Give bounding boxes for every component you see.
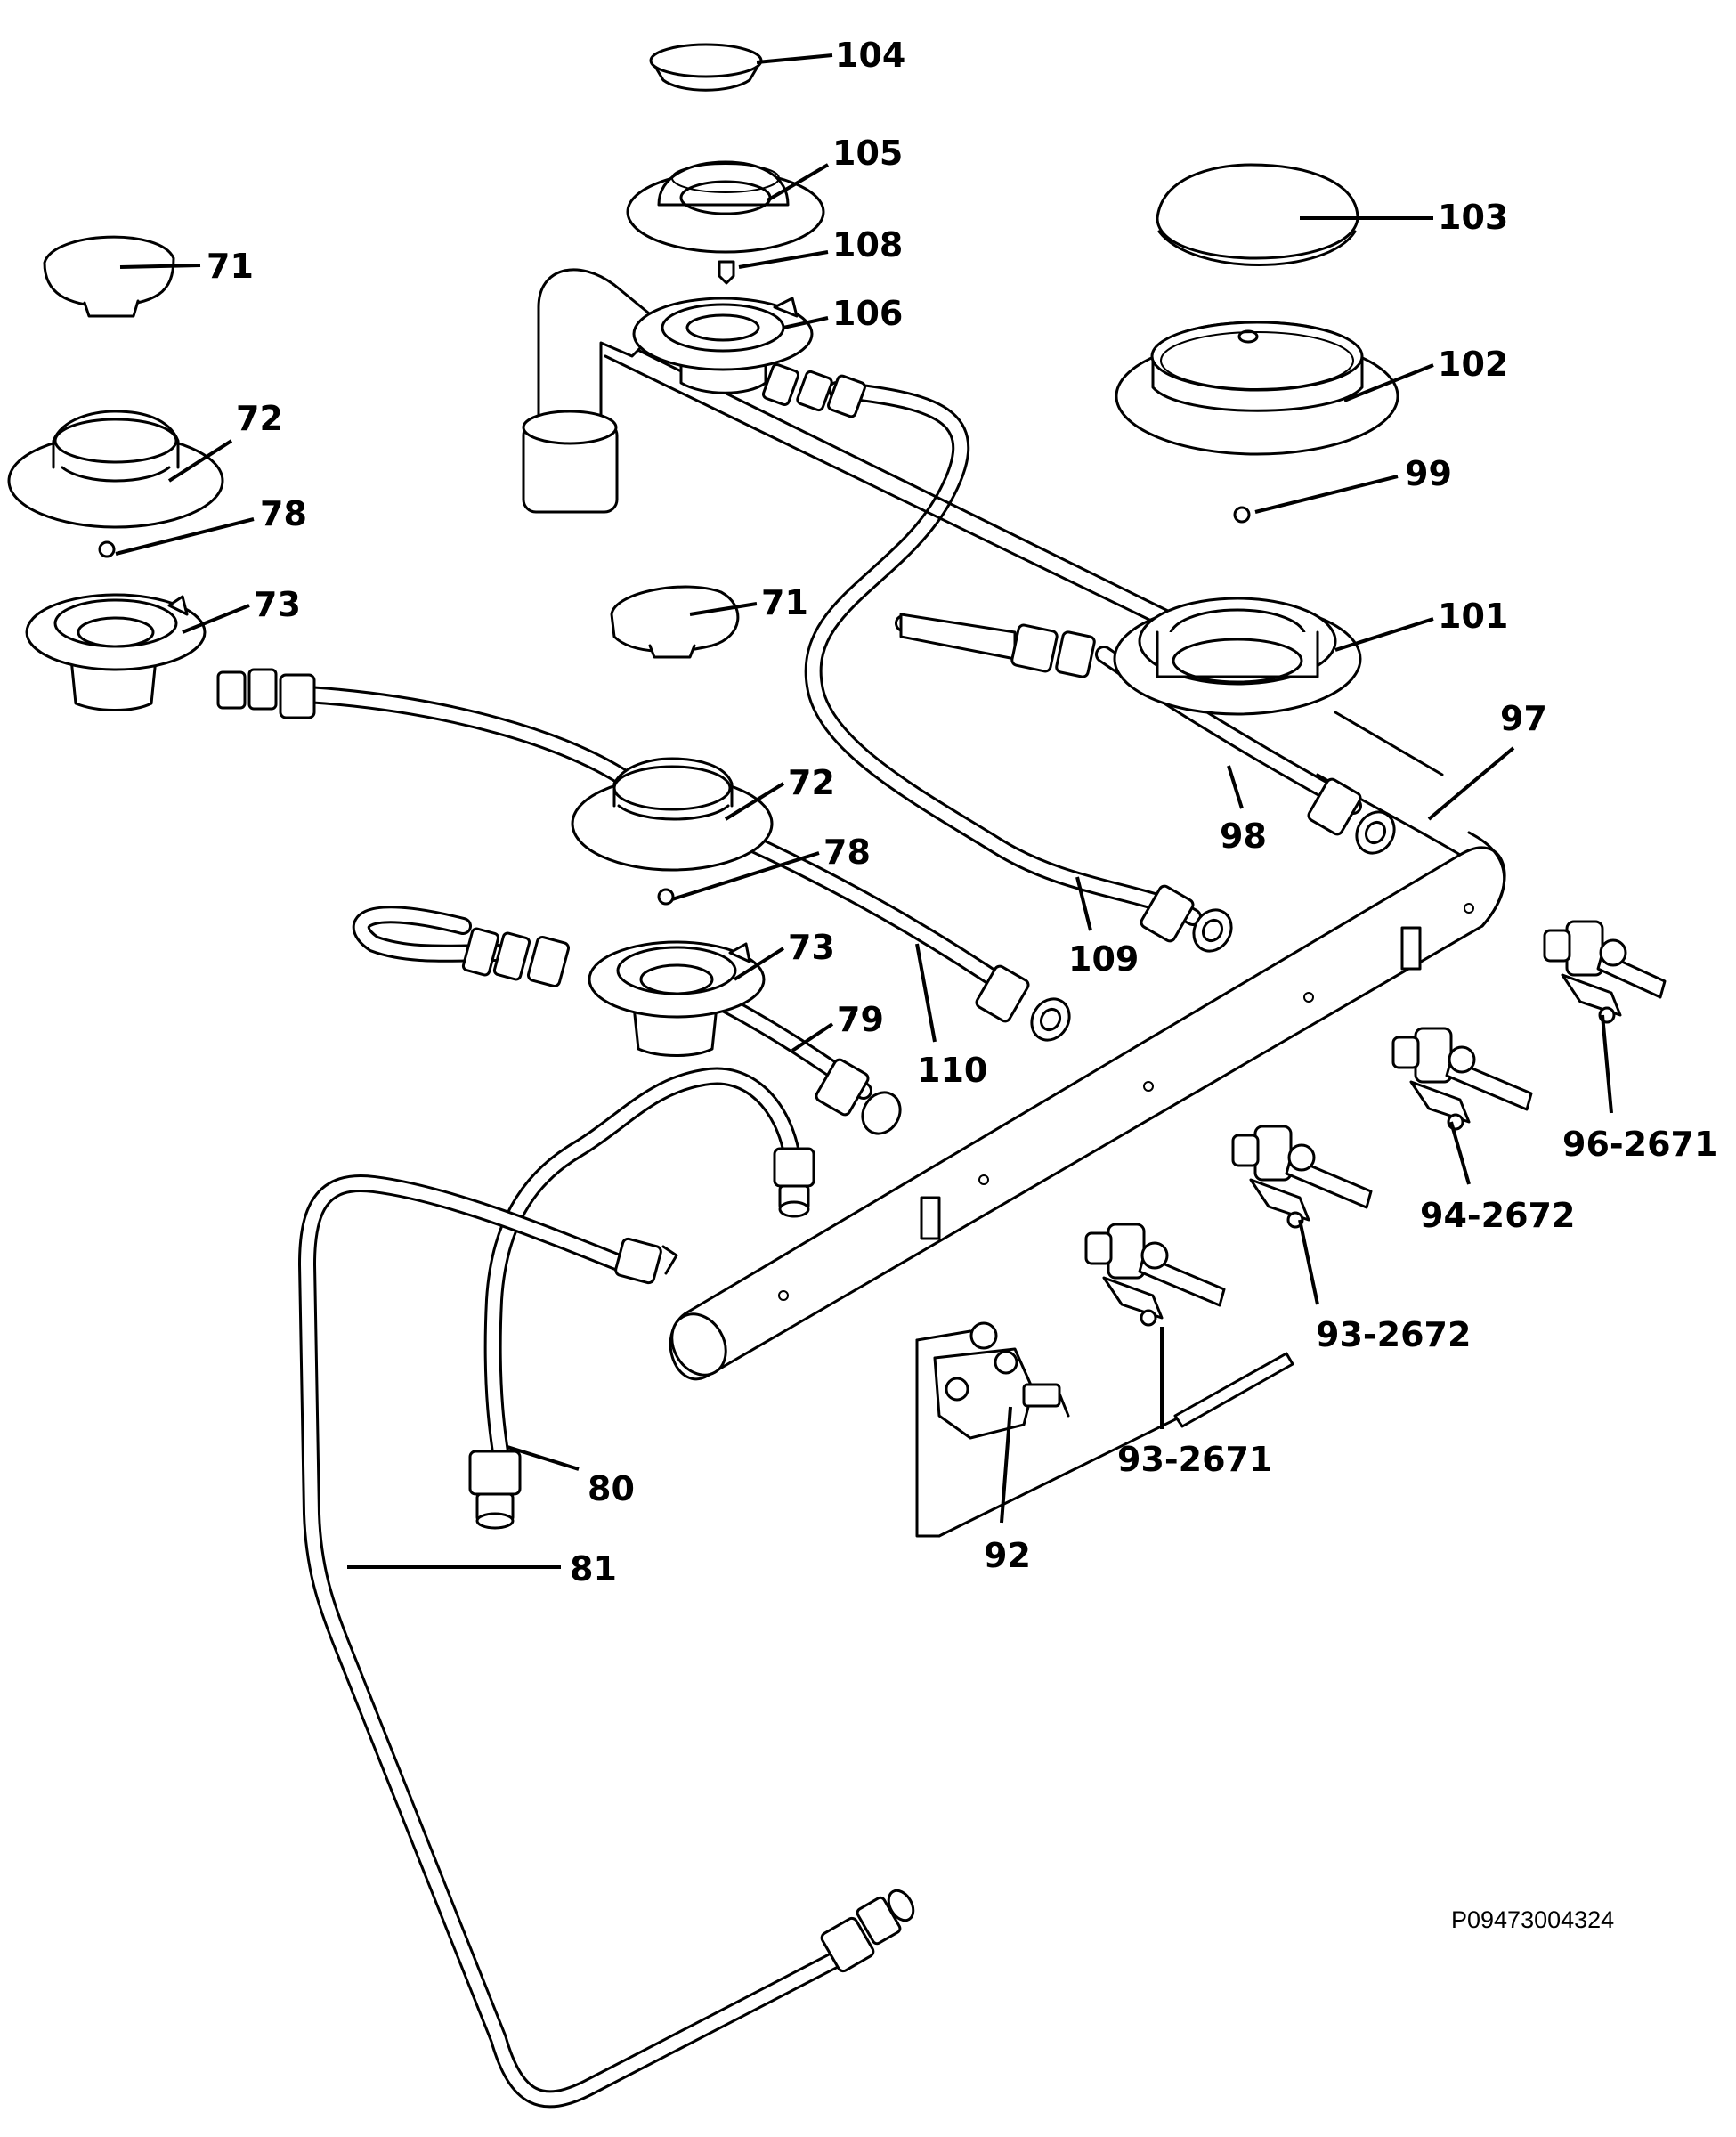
elbow-fitting (522, 268, 665, 514)
callout-103: 103 (1438, 198, 1508, 237)
burner-cap-103 (1156, 163, 1359, 266)
pipe-80 (483, 1067, 801, 1478)
callout-81: 81 (570, 1549, 617, 1589)
callout-94-2672: 94-2672 (1420, 1196, 1575, 1235)
callout-101: 101 (1438, 597, 1508, 636)
gas-tap-94 (1391, 1027, 1533, 1131)
burner-crown-105 (626, 160, 825, 254)
burner-crown-72-left (7, 410, 224, 529)
callout-71-middle: 71 (761, 583, 808, 622)
burner-cap-71-middle (610, 585, 740, 659)
diagram-reference-code: P09473004324 (1451, 1906, 1614, 1933)
screw-78-left (98, 540, 116, 558)
fitting-109-right (1140, 884, 1233, 953)
callout-92: 92 (984, 1536, 1031, 1575)
manifold-tube-97 (669, 773, 1506, 1381)
screw-108 (718, 260, 735, 285)
callout-71-left: 71 (207, 247, 254, 286)
callout-104: 104 (835, 36, 905, 75)
fitting-81-bottom (820, 1889, 915, 1973)
burner-stack-left (7, 235, 224, 711)
burner-stack-center (626, 43, 866, 418)
callout-73-middle: 73 (788, 928, 835, 967)
callout-106: 106 (832, 294, 903, 333)
burner-stack-middle (571, 585, 774, 1057)
screw-99 (1233, 506, 1251, 524)
fitting-80-top (773, 1147, 815, 1218)
callout-110: 110 (917, 1051, 987, 1090)
callout-78-left: 78 (260, 494, 307, 533)
gas-taps (1084, 920, 1667, 1327)
callout-93-2671: 93-2671 (1117, 1440, 1272, 1479)
callout-98: 98 (1220, 817, 1267, 856)
fitting-110-right (975, 964, 1071, 1042)
pipe-81 (298, 1174, 846, 2109)
callout-97: 97 (1500, 699, 1547, 738)
pipe-109 (804, 381, 1202, 926)
callout-labels: 104 105 108 106 103 102 99 101 97 98 109… (207, 36, 1717, 1589)
callout-99: 99 (1405, 454, 1452, 493)
fitting-79-right (815, 1058, 902, 1135)
fitting-98-right (1307, 777, 1396, 855)
callout-80: 80 (588, 1469, 635, 1508)
gas-tap-96 (1543, 920, 1667, 1024)
burner-base-73-left (25, 593, 207, 711)
thermostat-valve-92 (915, 1321, 1294, 1538)
fitting-106-pipe (761, 362, 866, 418)
callout-109: 109 (1068, 939, 1139, 979)
callout-72-middle: 72 (788, 763, 835, 802)
burner-base-73-middle (588, 940, 766, 1057)
burner-base-101 (1113, 597, 1362, 716)
callout-96-2671: 96-2671 (1562, 1125, 1717, 1164)
callout-105: 105 (832, 134, 903, 173)
callout-72-left: 72 (236, 399, 283, 438)
fitting-left-110 (216, 668, 316, 719)
injector-101 (899, 613, 1096, 678)
fitting-79-left (461, 927, 571, 987)
gas-tap-93-2671 (1084, 1223, 1226, 1327)
leader-lines (115, 53, 1613, 1569)
fitting-81-top (614, 1237, 678, 1285)
callout-73-left: 73 (254, 585, 301, 624)
callout-79: 79 (837, 1000, 884, 1039)
callout-78-middle: 78 (823, 833, 871, 872)
burner-cap-104 (649, 43, 763, 92)
fitting-80-bottom (468, 1450, 522, 1530)
gas-tap-93-2672 (1231, 1125, 1373, 1229)
burner-base-106 (632, 297, 814, 394)
burner-stack-right (899, 163, 1399, 716)
pipe-fittings (216, 668, 1396, 1973)
burner-cap-71-left (43, 235, 175, 318)
callout-93-2672: 93-2672 (1316, 1315, 1471, 1354)
callout-102: 102 (1438, 345, 1508, 384)
burner-crown-102 (1115, 321, 1399, 456)
callout-108: 108 (832, 225, 903, 264)
screw-78-middle (657, 888, 675, 906)
burner-crown-72-middle (571, 757, 774, 872)
